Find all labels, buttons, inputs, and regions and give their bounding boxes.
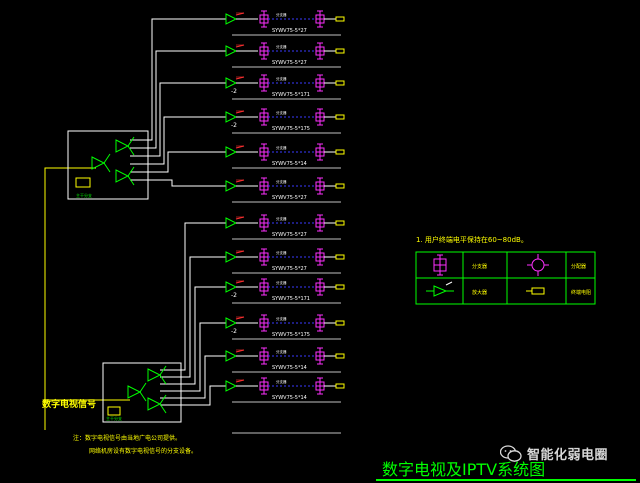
group-splitter: [91, 153, 111, 173]
distribution-row: 分支器 SYWV75-5*175 -2: [225, 314, 345, 340]
legend-label-splitter: 分支器: [472, 263, 487, 270]
splitter-caption: 分支器: [276, 280, 287, 285]
group-splitter: [147, 365, 167, 385]
distribution-row: 分支器 SYWV75-5*14: [225, 143, 345, 169]
branch-label: -2: [231, 292, 237, 299]
splitter-caption: 分支器: [276, 179, 287, 184]
terminator-icon: [526, 287, 545, 295]
legend-label-terminator: 终端电阻: [571, 289, 591, 296]
splitter-caption: 分支器: [276, 145, 287, 150]
cable-label: SYWV75-5*175: [272, 126, 310, 132]
cable-label: SYWV75-5*14: [272, 161, 307, 167]
distribution-row: 分支器 SYWV75-5*14: [225, 377, 345, 403]
distribution-row: 分支器 SYWV75-5*27: [225, 42, 345, 68]
group-splitter: [127, 382, 147, 402]
group-splitter: [115, 166, 135, 186]
splitter-caption: 分支器: [276, 379, 287, 384]
distribution-row: 分支器 SYWV75-5*14: [225, 347, 345, 373]
distribution-rows: 分支器 SYWV75-5*27 分支器 SYWV75-5*27 分支器 SYWV75-5*…: [225, 10, 345, 403]
cable-label: SYWV75-5*27: [272, 232, 307, 238]
branch-label: -2: [231, 122, 237, 129]
splitter-caption: 分支器: [276, 250, 287, 255]
distribution-row: 分支器 SYWV75-5*175 -2: [225, 108, 345, 134]
group-splitter: [147, 394, 167, 414]
splitter-caption: 分支器: [276, 349, 287, 354]
trunk-wiring: [44, 18, 341, 434]
cable-label: SYWV75-5*14: [272, 395, 307, 401]
splitter-caption: 分支器: [276, 12, 287, 17]
distribution-row: 分支器 SYWV75-5*27: [225, 214, 345, 240]
cable-label: SYWV75-5*27: [272, 28, 307, 34]
cable-label: SYWV75-5*171: [272, 92, 310, 98]
cable-label: SYWV75-5*27: [272, 195, 307, 201]
splitter-caption: 分支器: [276, 110, 287, 115]
wechat-icon: [500, 444, 522, 462]
splitter-caption: 分支器: [276, 44, 287, 49]
distribution-row: 分支器 SYWV75-5*27: [225, 248, 345, 274]
splitter-group-label-top: 主干分支: [76, 192, 92, 198]
distribution-row: 分支器 SYWV75-5*171 -2: [225, 74, 345, 100]
branch-label: -2: [231, 88, 237, 95]
branch-label: -2: [231, 328, 237, 335]
distribution-row: 分支器 SYWV75-5*171 -2: [225, 278, 345, 304]
splitter-group-label-bottom: 主干分支: [106, 415, 122, 421]
cable-label: SYWV75-5*175: [272, 332, 310, 338]
splitter-group-top: [67, 130, 149, 200]
legend: 分支器 分配器 放大器 终端电阻: [415, 251, 596, 305]
group-splitter: [115, 136, 135, 156]
signal-source-label: 数字电视信号: [42, 398, 96, 410]
cable-label: SYWV75-5*27: [272, 60, 307, 66]
amplifier-icon: [426, 281, 454, 297]
splitters: [75, 136, 167, 416]
divider-icon: [527, 254, 549, 276]
splitter-caption: 分支器: [276, 316, 287, 321]
splitter-icon: [433, 254, 447, 276]
note-line-2: 网络机房设有数字电视信号的分支设备。: [89, 447, 197, 455]
splitter-caption: 分支器: [276, 76, 287, 81]
cable-label: SYWV75-5*171: [272, 296, 310, 302]
cable-label: SYWV75-5*27: [272, 266, 307, 272]
splitter-group-bottom: [102, 362, 182, 423]
spec-note: 1. 用户终端电平保持在60~80dB。: [416, 235, 528, 244]
distribution-row: 分支器 SYWV75-5*27: [225, 177, 345, 203]
distribution-row: 分支器 SYWV75-5*27: [225, 10, 345, 36]
legend-label-amplifier: 放大器: [472, 289, 487, 296]
drawing-title: 数字电视及IPTV系统图: [382, 460, 545, 479]
cable-label: SYWV75-5*14: [272, 365, 307, 371]
watermark: 智能化弱电圈: [500, 444, 608, 463]
legend-label-divider: 分配器: [571, 263, 586, 270]
watermark-text: 智能化弱电圈: [527, 448, 609, 463]
splitter-caption: 分支器: [276, 216, 287, 221]
note-line-1: 注：数字电视信号由当地广电公司提供。: [73, 434, 181, 442]
